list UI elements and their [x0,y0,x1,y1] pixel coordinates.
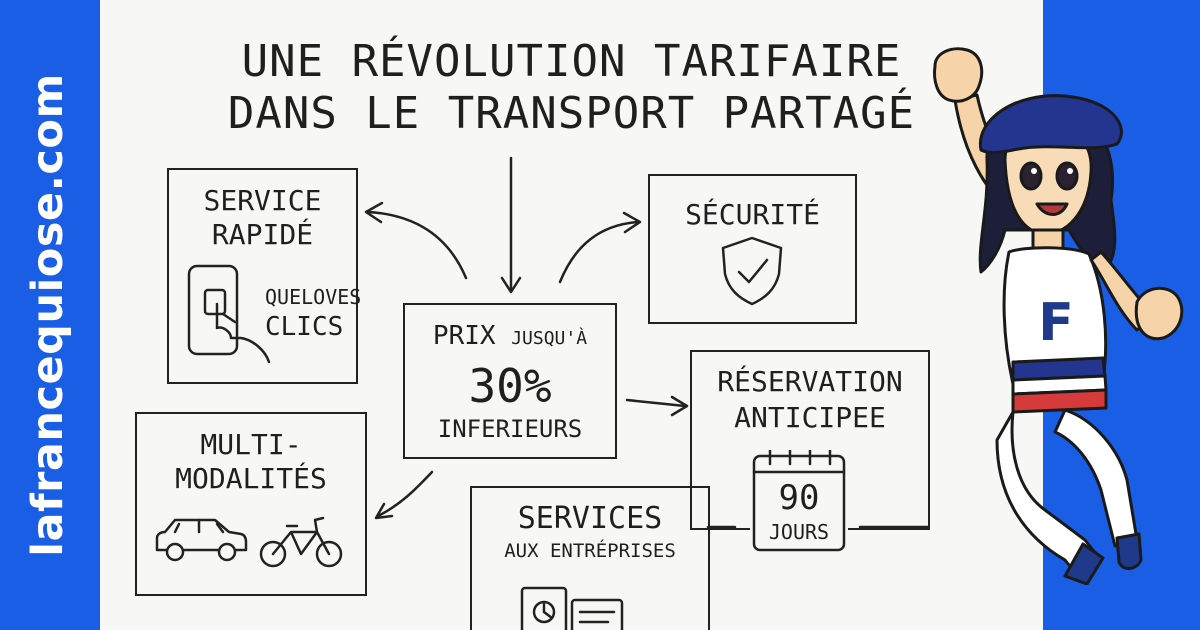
document-chart-icon [520,586,624,630]
title-line-2: DANS LE TRANSPORT PARTAGÉ [227,88,916,139]
left-brand-band: lafrancequiose.com [0,0,100,630]
multimodalites-label: MULTI- MODALITÉS [137,428,365,496]
service-rapide-line2: RAPIDÉ [211,218,314,251]
reservation-line2: ANTICIPEE [734,401,886,434]
prix-jusqua: JUSQU'À [511,328,588,349]
reservation-box: RÉSERVATION ANTICIPEE [690,350,930,530]
calendar-days-label: JOURS [768,520,830,544]
shield-check-icon [721,236,783,306]
prix-line1: PRIX JUSQU'À [405,321,615,351]
mascot-illustration: F [933,47,1184,585]
prix-box: PRIX JUSQU'À 30% INFERIEURS [403,303,617,459]
diagram-title: UNE RÉVOLUTION TARIFAIRE DANS LE TRANSPO… [100,36,1043,140]
reservation-line1: RÉSERVATION [717,365,903,398]
prix-word: PRIX [432,321,496,351]
multimodalites-line2: MODALITÉS [175,462,327,495]
arrow-to-service-rapide [366,210,468,280]
bicycle-icon [259,516,343,568]
service-rapide-line1: SERVICE [203,184,322,217]
multimodalites-line1: MULTI- [200,428,302,461]
mascot-beret [978,94,1123,155]
car-icon [155,518,248,562]
arrow-to-multimodalites [376,470,434,518]
calendar-icon: 90 JOURS [750,450,848,554]
services-entreprises-line2: AUX ENTRÉPRISES [504,540,676,562]
mascot-belt-red [1011,388,1108,414]
title-line-1: UNE RÉVOLUTION TARIFAIRE [241,36,902,87]
site-name: lafrancequiose.com [23,73,73,557]
prix-percentage: 30% [468,359,552,413]
services-entreprises-label: SERVICES AUX ENTRÉPRISES [472,500,708,564]
mascot-other-fist [1134,286,1184,341]
service-rapide-sub: QUELOVES CLICS [265,282,362,342]
prix-line3: INFERIEURS [437,415,583,443]
mascot-raised-fist [933,47,984,103]
mascot-boot-front [1063,542,1105,585]
mascot-shirt-letter: F [1038,293,1074,353]
arrow-to-reservation [625,398,687,408]
calendar-frame [752,450,846,552]
service-rapide-label: SERVICE RAPIDÉ [169,184,356,252]
connector-arrows [364,156,930,529]
reservation-label: RÉSERVATION ANTICIPEE [692,364,928,436]
services-entreprises-box: SERVICES AUX ENTRÉPRISES [470,486,710,630]
diagram-canvas: UNE RÉVOLUTION TARIFAIRE DANS LE TRANSPO… [100,0,1043,630]
mascot-right-eye [1055,161,1079,191]
services-entreprises-line1: SERVICES [517,501,663,536]
mascot-mouth [1035,202,1069,216]
mascot-left-eye [1019,161,1043,191]
phone-tap-icon [187,264,271,364]
multimodalites-box: MULTI- MODALITÉS [135,412,367,596]
mascot-boot-back [1115,532,1143,570]
arrow-to-securite [558,220,640,284]
mascot-tank-top [1002,246,1108,386]
securite-box: SÉCURITÉ [648,174,857,324]
securite-label: SÉCURITÉ [685,198,820,231]
service-rapide-sub1: QUELOVES [265,285,362,309]
calendar-days: 90 [778,478,820,518]
service-rapide-sub2: CLICS [265,312,344,342]
service-rapide-box: SERVICE RAPIDÉ QUELOVES CLICS [167,168,362,384]
